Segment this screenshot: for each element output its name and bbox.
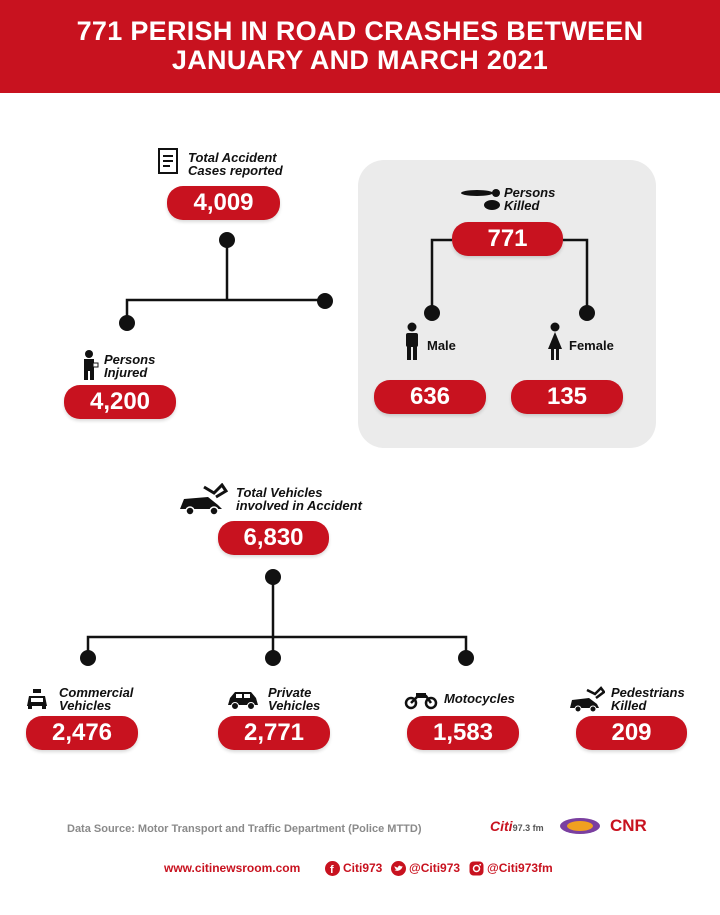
pedestrians-killed-label-line2: Killed	[611, 698, 647, 713]
facebook-icon[interactable]: f	[325, 861, 340, 876]
total-accident-label-line1: Total Accident	[188, 150, 277, 165]
persons-killed-label-line1: Persons	[504, 185, 556, 200]
private-vehicles-label: Private Vehicles	[268, 686, 320, 712]
header-title-line2: JANUARY AND MARCH 2021	[171, 45, 549, 75]
total-accident-label: Total Accident Cases reported	[188, 151, 283, 177]
persons-killed-label-line2: Killed	[504, 198, 540, 213]
female-value: 135	[511, 380, 623, 414]
instagram-icon[interactable]	[469, 861, 484, 876]
persons-injured-label: Persons Injured	[104, 353, 155, 379]
pedestrians-killed-value: 209	[576, 716, 687, 750]
persons-killed-label: Persons Killed	[504, 186, 555, 212]
commercial-vehicles-label-line2: Vehicles	[59, 698, 112, 713]
private-vehicles-label-line1: Private	[268, 685, 312, 700]
private-vehicles-value: 2,771	[218, 716, 330, 750]
report-document-icon	[158, 148, 178, 174]
website-link[interactable]: www.citinewsroom.com	[164, 861, 301, 875]
taxi-icon	[27, 689, 47, 709]
persons-injured-label-line1: Persons	[104, 352, 156, 367]
private-vehicles-label-line2: Vehicles	[268, 698, 321, 713]
header-title-line1: 771 PERISH IN ROAD CRASHES BETWEEN	[76, 16, 644, 46]
facebook-handle[interactable]: Citi973	[343, 861, 383, 875]
citi-logo-text: Citi	[490, 818, 513, 834]
svg-text:f: f	[330, 864, 334, 876]
male-label: Male	[427, 338, 456, 353]
total-accident-label-line2: Cases reported	[188, 163, 283, 178]
cnr-logo: CNR	[610, 816, 647, 835]
twitter-icon[interactable]	[391, 861, 406, 876]
female-label: Female	[569, 338, 614, 353]
total-vehicles-label: Total Vehicles involved in Accident	[236, 486, 362, 512]
male-value: 636	[374, 380, 486, 414]
pedestrians-killed-label-line1: Pedestrians	[611, 685, 685, 700]
header-banner: 771 PERISH IN ROAD CRASHES BETWEEN JANUA…	[0, 0, 720, 93]
car-icon	[228, 692, 258, 710]
fallen-person-icon	[461, 189, 500, 210]
citi-logo: Citi97.3 fm	[490, 818, 544, 834]
motorcycles-label: Motocycles	[444, 692, 515, 705]
persons-injured-label-line2: Injured	[104, 365, 148, 380]
female-icon	[548, 322, 562, 360]
data-source: Data Source: Motor Transport and Traffic…	[67, 823, 422, 835]
total-vehicles-label-line2: involved in Accident	[236, 498, 362, 513]
citi-tv-logo-icon	[560, 818, 600, 834]
motorcycles-label-line1: Motocycles	[444, 691, 515, 706]
citi-logo-frequency: 97.3 fm	[512, 823, 544, 833]
commercial-vehicles-label: Commercial Vehicles	[59, 686, 133, 712]
total-vehicles-value: 6,830	[218, 521, 329, 555]
twitter-handle[interactable]: @Citi973	[409, 861, 461, 875]
total-accident-value: 4,009	[167, 186, 280, 220]
pedestrian-crash-icon	[570, 686, 605, 712]
motorcycle-icon	[404, 693, 438, 710]
male-icon	[406, 322, 418, 360]
commercial-vehicles-value: 2,476	[26, 716, 138, 750]
commercial-vehicles-label-line1: Commercial	[59, 685, 134, 700]
car-crash-icon	[180, 483, 228, 516]
pedestrians-killed-label: Pedestrians Killed	[611, 686, 685, 712]
total-vehicles-label-line1: Total Vehicles	[236, 485, 323, 500]
injured-person-icon	[84, 350, 99, 380]
instagram-handle[interactable]: @Citi973fm	[487, 861, 553, 875]
motorcycles-value: 1,583	[407, 716, 519, 750]
persons-killed-value: 771	[452, 222, 563, 256]
persons-injured-value: 4,200	[64, 385, 176, 419]
